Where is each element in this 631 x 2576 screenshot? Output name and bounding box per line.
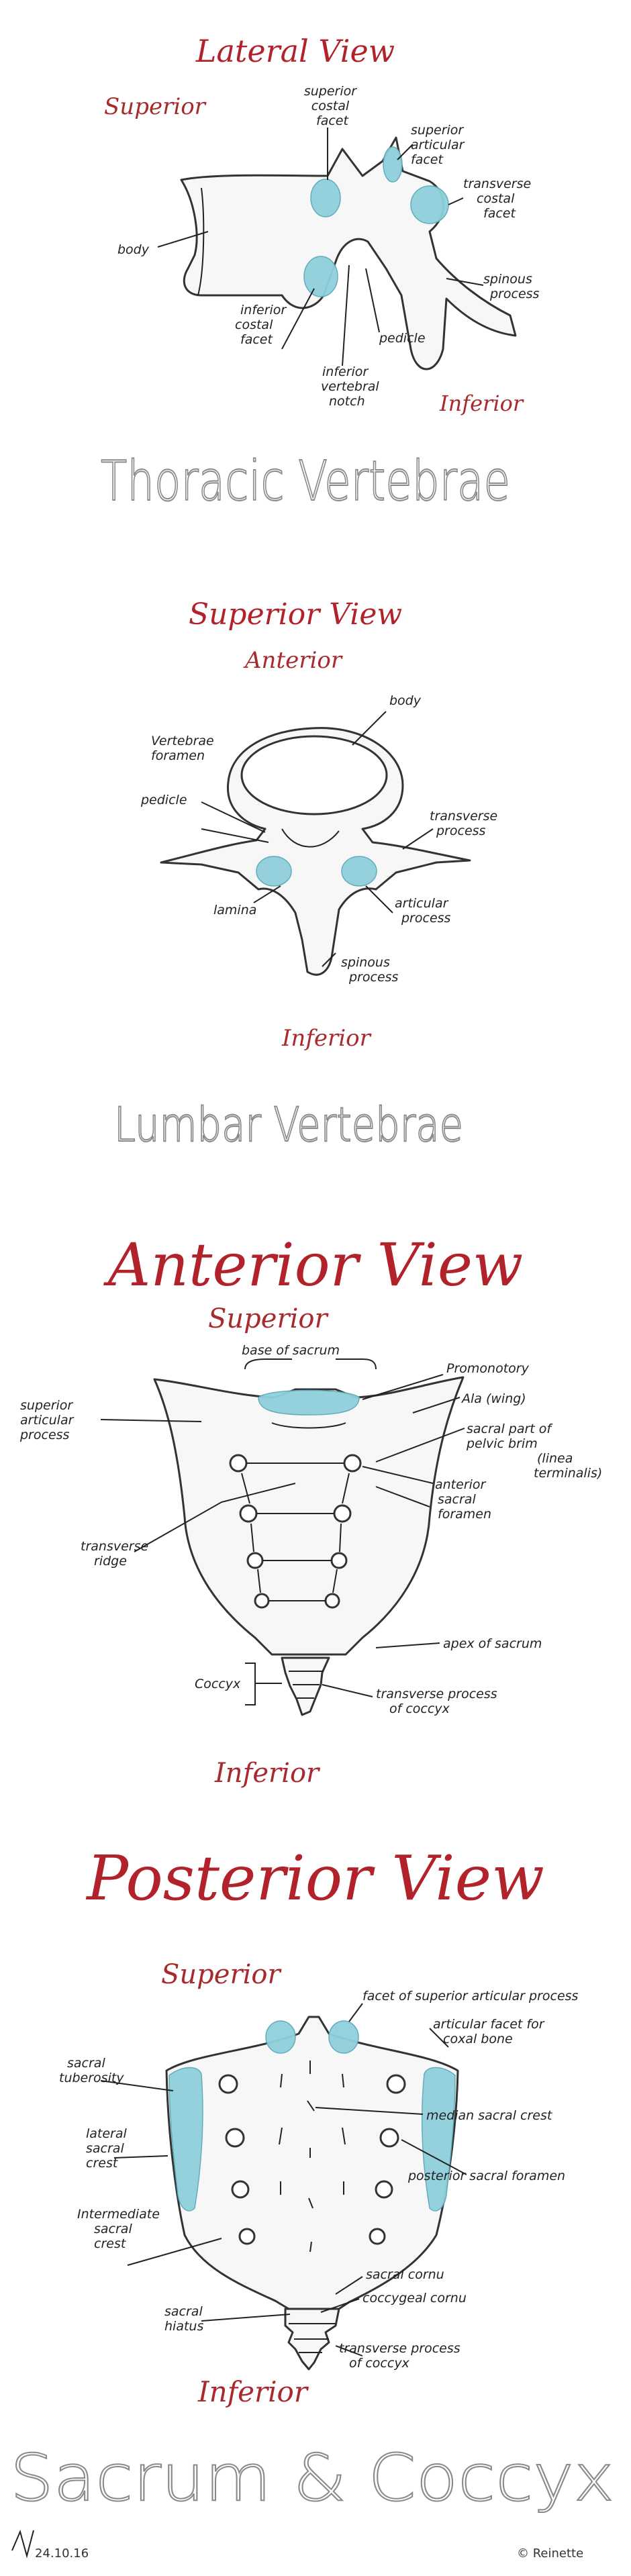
lumbar-spinous-process-label: spinous process <box>341 955 399 985</box>
right-superior-articular-facet-shape <box>328 2020 359 2054</box>
inferior-costal-facet-label: inferior costal facet <box>235 303 290 347</box>
lateral-view-title: Lateral View <box>195 33 395 69</box>
spinous-process-label: spinous process <box>483 272 540 301</box>
posterior-superior-label: Superior <box>161 1959 282 1990</box>
posterior-transverse-process-coccyx-label: transverse process of coccyx <box>339 2341 465 2371</box>
promonotory-label: Promonotory <box>446 1361 530 1376</box>
posterior-view-title: Posterior View <box>85 1842 544 1914</box>
left-superior-articular-facet-shape <box>265 2020 296 2054</box>
transverse-process-label: transverse process <box>430 809 501 838</box>
ala-label: Ala (wing) <box>460 1391 526 1406</box>
transverse-ridge-label: transverse ridge <box>81 1539 152 1569</box>
superior-anterior-label: Anterior <box>243 647 343 674</box>
coccyx-label: Coccyx <box>195 1677 241 1691</box>
sacral-tuberosity-label: sacral tuberosity <box>59 2056 124 2085</box>
sacral-base-promontory-shape <box>258 1389 360 1416</box>
superior-articular-facet-label: superior articular facet <box>411 123 468 167</box>
anterior-sacral-foramina <box>229 1454 362 1609</box>
lateral-inferior-label: Inferior <box>439 391 524 416</box>
posterior-view-section: Posterior View Superior Inferior <box>59 1842 579 2408</box>
superior-costal-facet-shape <box>310 179 341 217</box>
transverse-costal-facet-shape <box>410 185 449 224</box>
superior-inferior-label: Inferior <box>281 1025 372 1052</box>
lateral-view-section: Lateral View Superior Inferior superior … <box>100 33 540 514</box>
apex-of-sacrum-label: apex of sacrum <box>443 1636 542 1651</box>
lumbar-vertebra-outline <box>160 727 471 976</box>
inferior-vertebral-notch-label: inferior vertebral notch <box>321 364 383 409</box>
anterior-inferior-label: Inferior <box>214 1758 321 1789</box>
pedicle-label: pedicle <box>379 331 426 346</box>
lumbar-left-articular-facet <box>256 856 292 887</box>
lumbar-pedicle-label: pedicle <box>140 793 187 807</box>
left-auricular-facet-shape <box>168 2067 203 2212</box>
sacral-cornu-label: sacral cornu <box>366 2267 444 2282</box>
intermediate-sacral-crest-label: Intermediate sacral crest <box>77 2207 164 2251</box>
superior-articular-process-label: superior articular process <box>19 1398 77 1442</box>
anterior-sacral-foramen-label: anterior sacral foramen <box>435 1477 491 1522</box>
vertebral-body-top <box>240 735 388 815</box>
vertebral-body-edge <box>197 187 205 296</box>
vertebral-foramen-arch <box>281 828 340 848</box>
lumbar-body-label: body <box>389 693 422 708</box>
artist-signature-mark <box>11 2529 34 2559</box>
anterior-superior-label: Superior <box>208 1303 329 1334</box>
posterior-inferior-label: Inferior <box>197 2375 309 2408</box>
lateral-sacral-crest-label: lateral sacral crest <box>86 2126 131 2171</box>
signature-date: 24.10.16 <box>35 2546 89 2561</box>
superior-view-title: Superior View <box>189 597 402 632</box>
thoracic-vertebra-outline <box>180 136 517 370</box>
coccyx-anterior <box>281 1656 330 1716</box>
transverse-process-coccyx-label: transverse process of coccyx <box>376 1687 501 1716</box>
base-of-sacrum-label: base of sacrum <box>242 1343 340 1358</box>
posterior-sacral-foramen-label: posterior sacral foramen <box>407 2169 565 2183</box>
sacrum-coccyx-caption: Sacrum & Coccyx <box>10 2440 614 2516</box>
thoracic-vertebrae-caption: Thoracic Vertebrae <box>101 450 510 513</box>
anterior-view-section: Anterior View Superior Inferior b <box>19 1230 602 1789</box>
sacrum-posterior-outline <box>165 2016 459 2310</box>
articular-process-label: articular process <box>395 896 452 926</box>
lateral-superior-label: Superior <box>104 93 207 120</box>
lamina-label: lamina <box>213 903 256 918</box>
articular-facet-coxal-label: articular facet for coxal bone <box>433 2017 548 2046</box>
lumbar-vertebrae-caption: Lumbar Vertebrae <box>114 1097 463 1152</box>
artist-credit: © Reinette <box>517 2546 583 2561</box>
superior-view-section: Superior View Anterior Inferior body Ver… <box>113 597 501 1153</box>
coccygeal-cornu-label: coccygeal cornu <box>362 2291 467 2306</box>
lumbar-right-articular-facet <box>341 856 377 887</box>
sacral-hiatus-label: sacral hiatus <box>164 2304 207 2334</box>
sacrum-anterior-outline <box>153 1376 465 1656</box>
transverse-costal-facet-label: transverse costal facet <box>463 177 535 221</box>
superior-costal-facet-label: superior costal facet <box>304 84 360 128</box>
superior-articular-facet-shape <box>383 146 403 183</box>
facet-superior-articular-label: facet of superior articular process <box>362 1989 579 2003</box>
sacral-part-pelvic-brim-label: sacral part of pelvic brim (linea termin… <box>466 1422 602 1481</box>
vertebrae-foramen-label: Vertebrae foramen <box>151 734 218 763</box>
right-auricular-facet-shape <box>421 2067 456 2212</box>
inferior-costal-facet-shape <box>303 256 338 297</box>
body-label: body <box>117 242 150 257</box>
median-sacral-crest-label: median sacral crest <box>426 2108 553 2123</box>
posterior-sacral-foramina <box>218 2061 406 2252</box>
anterior-view-title: Anterior View <box>103 1230 523 1299</box>
